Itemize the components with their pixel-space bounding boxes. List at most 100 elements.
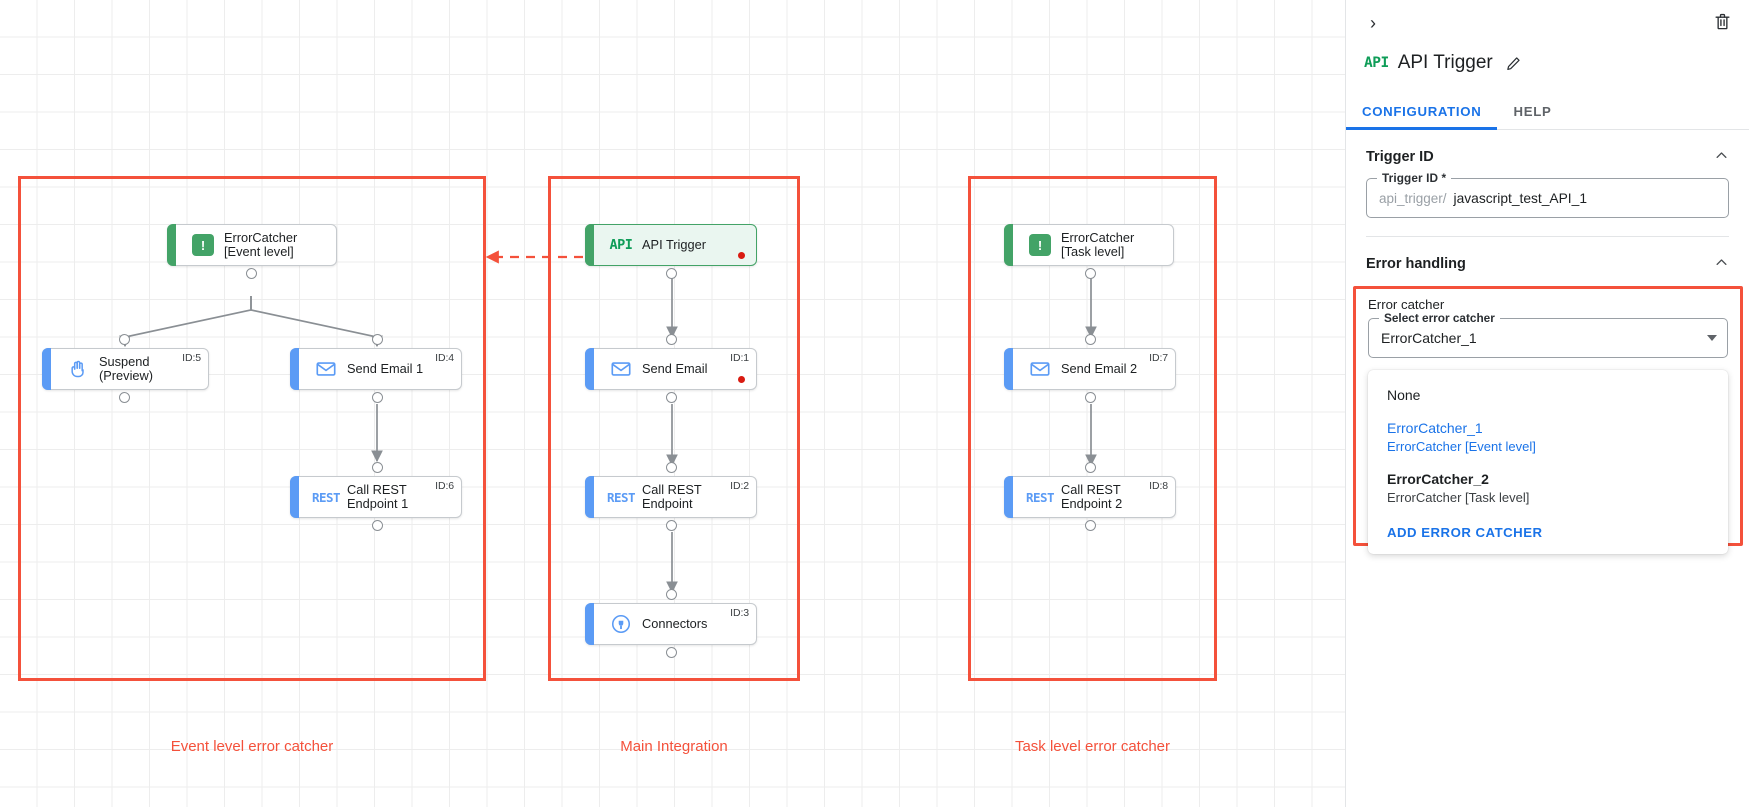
menu-item-errorcatcher-2[interactable]: ErrorCatcher_2 ErrorCatcher [Task level] [1368, 463, 1728, 514]
group-frame-main-integration[interactable] [548, 176, 800, 681]
email-icon [313, 356, 339, 382]
node-port-out[interactable] [1085, 268, 1096, 279]
node-label: Call REST Endpoint 1 [347, 482, 409, 511]
node-port-out[interactable] [372, 392, 383, 403]
node-connectors[interactable]: Connectors ID:3 [585, 603, 757, 645]
node-port-in[interactable] [1085, 334, 1096, 345]
rest-icon: REST [606, 489, 636, 505]
rest-icon: REST [1025, 489, 1055, 505]
node-accent-bar [290, 348, 299, 390]
group-frame-task-level[interactable] [968, 176, 1217, 681]
node-port-in[interactable] [372, 462, 383, 473]
node-port-out[interactable] [666, 268, 677, 279]
delete-icon[interactable] [1709, 8, 1735, 34]
trigger-id-prefix: api_trigger/ [1379, 190, 1447, 206]
node-label: Call REST Endpoint 2 [1061, 482, 1123, 511]
node-port-out[interactable] [1085, 392, 1096, 403]
node-accent-bar [585, 348, 594, 390]
node-accent-bar [585, 476, 594, 518]
group-frame-event-level[interactable] [18, 176, 486, 681]
node-port-in[interactable] [666, 334, 677, 345]
node-send-email[interactable]: Send Email ID:1 [585, 348, 757, 390]
error-catcher-icon: ! [190, 232, 216, 258]
node-label: Send Email 1 [347, 361, 424, 376]
node-label: Call REST Endpoint [642, 482, 702, 511]
trigger-id-value: javascript_test_API_1 [1453, 190, 1587, 206]
group-caption-task-level: Task level error catcher [1014, 738, 1171, 755]
section-divider [1366, 236, 1729, 237]
select-error-catcher[interactable]: Select error catcher ErrorCatcher_1 [1368, 311, 1728, 358]
panel-toolbar: › [1346, 0, 1749, 44]
node-port-in[interactable] [372, 334, 383, 345]
select-error-catcher-legend: Select error catcher [1379, 311, 1500, 325]
node-port-in[interactable] [1085, 462, 1096, 473]
node-port-out[interactable] [119, 392, 130, 403]
menu-item-primary: None [1387, 387, 1421, 403]
error-catcher-icon: ! [1027, 232, 1053, 258]
node-id-badge: ID:8 [1149, 480, 1168, 492]
node-send-email-1[interactable]: Send Email 1 ID:4 [290, 348, 462, 390]
node-port-in[interactable] [666, 462, 677, 473]
error-catcher-highlight-box: Error catcher Select error catcher Error… [1353, 286, 1743, 554]
node-label: Send Email [642, 361, 708, 376]
node-port-out[interactable] [1085, 520, 1096, 531]
connectors-icon [608, 611, 634, 637]
node-accent-bar [585, 224, 594, 266]
node-id-badge: ID:7 [1149, 352, 1168, 364]
menu-item-primary: ErrorCatcher_2 [1387, 471, 1489, 487]
select-error-catcher-value: ErrorCatcher_1 [1381, 330, 1477, 346]
section-header-error-handling[interactable]: Error handling [1346, 237, 1749, 285]
node-accent-bar [290, 476, 299, 518]
node-id-badge: ID:6 [435, 480, 454, 492]
node-suspend-preview[interactable]: Suspend (Preview) ID:5 [42, 348, 209, 390]
node-port-out[interactable] [246, 268, 257, 279]
details-panel: › API API Trigger CONFIGURATION HEL [1345, 0, 1749, 807]
email-icon [608, 356, 634, 382]
tab-help[interactable]: HELP [1513, 103, 1552, 119]
node-accent-bar [1004, 348, 1013, 390]
section-header-trigger-id[interactable]: Trigger ID [1346, 130, 1749, 178]
node-accent-bar [167, 224, 176, 266]
node-accent-bar [585, 603, 594, 645]
node-id-badge: ID:1 [730, 352, 749, 364]
api-icon: API [609, 237, 633, 253]
node-port-in[interactable] [666, 589, 677, 600]
chevron-up-icon[interactable] [1714, 255, 1729, 273]
node-id-badge: ID:4 [435, 352, 454, 364]
node-api-trigger[interactable]: API API Trigger [585, 224, 757, 266]
menu-item-none[interactable]: None [1368, 379, 1728, 412]
rest-icon: REST [311, 489, 341, 505]
node-status-dot [738, 376, 745, 383]
chevron-down-icon[interactable] [1707, 335, 1717, 341]
trigger-id-legend: Trigger ID * [1377, 171, 1452, 185]
edit-pencil-icon[interactable] [1505, 55, 1522, 72]
node-port-in[interactable] [119, 334, 130, 345]
menu-item-primary: ErrorCatcher_1 [1387, 420, 1483, 436]
node-port-out[interactable] [666, 520, 677, 531]
add-error-catcher-button[interactable]: ADD ERROR CATCHER [1387, 525, 1543, 540]
node-port-out[interactable] [372, 520, 383, 531]
trigger-id-input[interactable]: Trigger ID * api_trigger/ javascript_tes… [1366, 171, 1729, 218]
node-label: Suspend (Preview) [99, 354, 154, 383]
node-port-out[interactable] [666, 647, 677, 658]
node-label: Send Email 2 [1061, 361, 1138, 376]
node-call-rest-endpoint-1[interactable]: REST Call REST Endpoint 1 ID:6 [290, 476, 462, 518]
node-error-catcher-event-level[interactable]: ! ErrorCatcher [Event level] [167, 224, 337, 266]
node-id-badge: ID:3 [730, 607, 749, 619]
node-label: API Trigger [642, 237, 707, 252]
node-call-rest-endpoint[interactable]: REST Call REST Endpoint ID:2 [585, 476, 757, 518]
node-send-email-2[interactable]: Send Email 2 ID:7 [1004, 348, 1176, 390]
collapse-panel-icon[interactable]: › [1370, 12, 1376, 33]
node-call-rest-endpoint-2[interactable]: REST Call REST Endpoint 2 ID:8 [1004, 476, 1176, 518]
error-catcher-select-wrap: Select error catcher ErrorCatcher_1 None… [1356, 311, 1740, 554]
error-catcher-dropdown-menu[interactable]: None ErrorCatcher_1 ErrorCatcher [Event … [1368, 370, 1728, 554]
workflow-canvas[interactable]: Event level error catcher Main Integrati… [0, 0, 1345, 807]
group-caption-main-integration: Main Integration [620, 738, 728, 755]
chevron-up-icon[interactable] [1714, 148, 1729, 166]
menu-item-errorcatcher-1[interactable]: ErrorCatcher_1 ErrorCatcher [Event level… [1368, 412, 1728, 463]
tab-configuration[interactable]: CONFIGURATION [1346, 92, 1498, 130]
api-icon: API [1364, 55, 1389, 71]
node-label: Connectors [642, 616, 708, 631]
node-error-catcher-task-level[interactable]: ! ErrorCatcher [Task level] [1004, 224, 1174, 266]
node-port-out[interactable] [666, 392, 677, 403]
